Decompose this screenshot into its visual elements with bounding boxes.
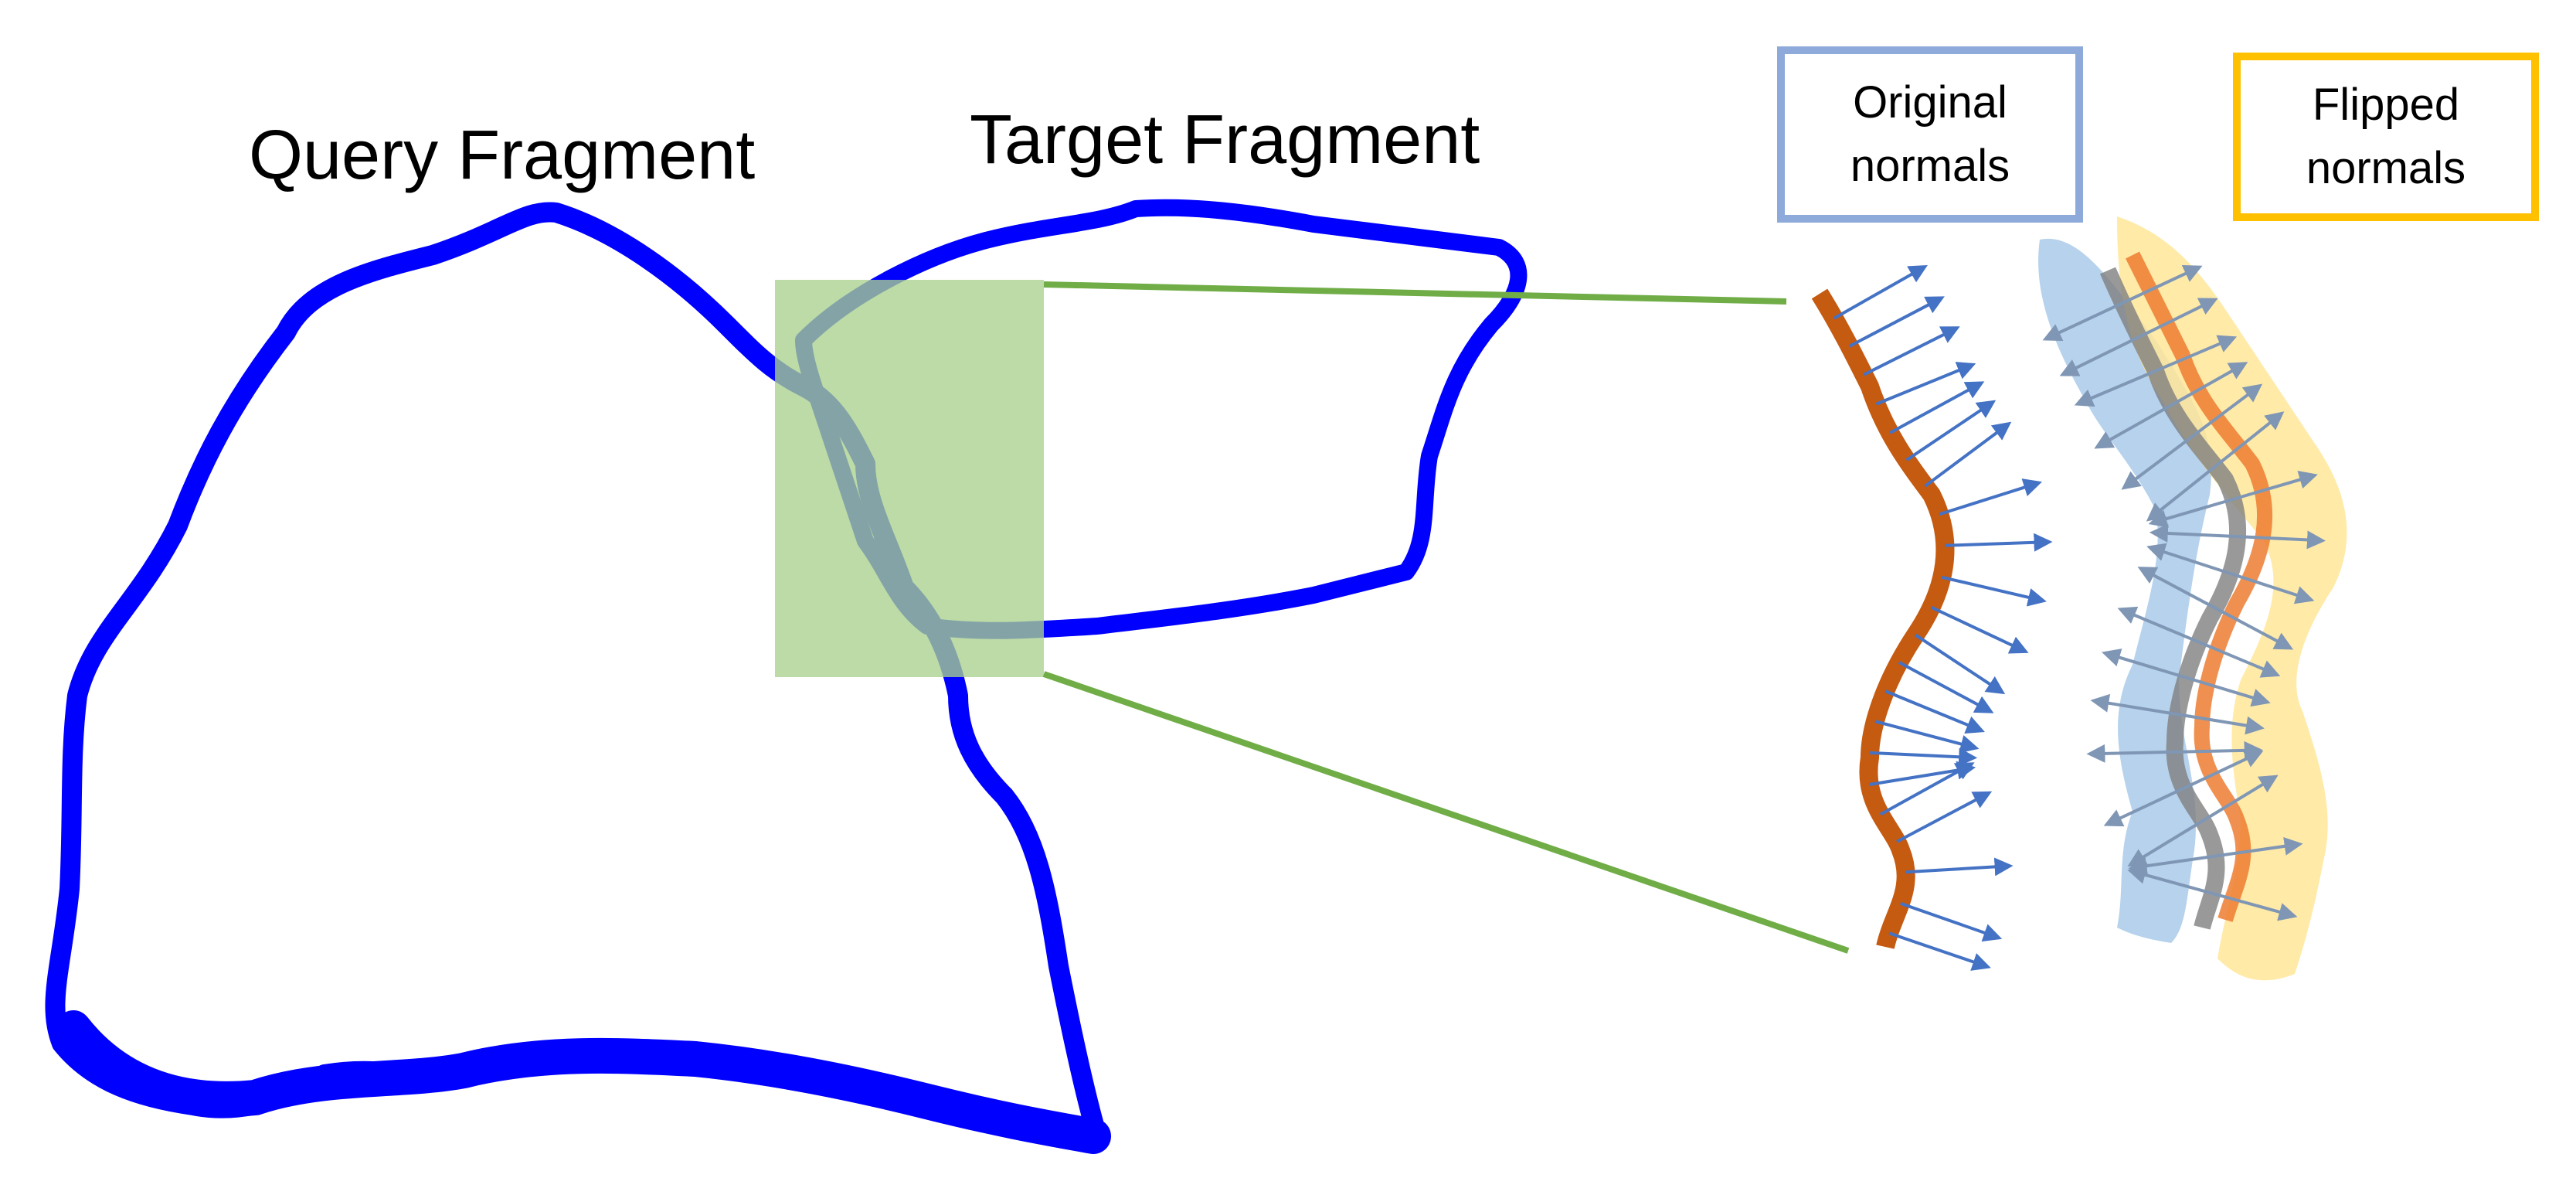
flipped-normals-line2: normals [2306,143,2466,193]
normal-arrow [1924,421,2012,488]
flipped-normal-arrow-right [2170,362,2248,407]
flipped-normals-legend-box: Flipped normals [2233,53,2539,221]
normal-arrow [1875,362,1976,406]
flipped-normal-arrow-left [2128,854,2216,876]
normal-arrow [1833,265,1928,320]
flipped-normal-arrow-left [2127,866,2213,895]
normal-arrow [1905,857,2014,877]
flipped-normal-arrow-right [2190,383,2263,438]
normal-arrow [1930,605,2029,654]
original-normals-legend-box: Original normals [1777,46,2083,223]
flipped-normal-arrow-right [2230,572,2315,604]
flipped-normal-arrow-left [2121,435,2194,490]
normal-arrow [1863,326,1960,376]
original-curve [1811,288,1955,949]
flipped-normal-arrow-right [2215,836,2303,858]
flipped-normal-arrow-left [2059,335,2140,376]
flipped-normal-arrow-right [2198,640,2281,678]
flipped-normal-arrow-left [2074,369,2156,407]
target-fragment-label: Target Fragment [970,101,1480,179]
flipped-normal-arrow-right [2122,264,2203,305]
normal-arrow [1896,791,1993,843]
flipped-normal-arrow-left [2094,403,2172,449]
normal-arrow [1848,296,1945,348]
normal-arrow [1884,689,1985,734]
flipped-normal-arrow-right [2155,335,2238,373]
flipped-normal-arrow-left [2146,465,2217,522]
query-fragment-label: Query Fragment [249,117,756,194]
flipped-normal-arrow-right [2174,740,2263,760]
normal-arrow [1941,575,2047,607]
flipped-normal-arrow-right [2214,411,2285,468]
flipped-normal-arrow-right [2138,298,2218,339]
original-normals-line1: Original [1853,77,2007,128]
flipped-normal-arrow-left [2042,301,2123,342]
normal-arrow [1888,931,1991,971]
flipped-normal-arrow-right [2211,891,2298,921]
normal-arrow [1898,661,1994,713]
zoom-region [775,280,1044,677]
flipped-normal-arrow-left [2086,744,2175,763]
flipped-normal-arrow-right [2183,750,2264,790]
flipped-normals-line1: Flipped [2312,80,2460,130]
query-fragment-bottom-edge [56,1010,1111,1154]
flipped-normal-arrow-right [2214,607,2294,650]
flipped-normal-arrow-right [2185,676,2271,707]
normal-arrow [1900,901,2003,942]
normal-arrow [1905,400,1997,461]
flipped-normal-arrow-left [2102,649,2187,679]
flipped-normal-arrow-left [2137,567,2217,610]
flipped-normal-arrow-right [2232,471,2318,501]
normal-arrow [1874,720,1980,754]
flipped-normal-arrow-left [2117,606,2200,644]
flipped-normal-arrow-left [2090,693,2178,717]
normal-arrow [1889,381,1985,434]
original-normals-line2: normals [1850,141,2010,191]
flipped-normal-arrow-left [2148,497,2234,528]
normal-arrow [1870,747,1978,767]
normal-arrow [1869,761,1976,786]
original-normals-group [1811,265,2053,971]
flipped-normal-arrow-right [2202,775,2279,822]
normal-arrow [1945,533,2053,552]
flipped-normal-arrow-left [2103,787,2184,827]
zoom-line-bottom [1042,671,1850,954]
zoom-line-top [1043,281,1787,305]
flipped-normal-arrow-right [2177,713,2265,735]
flipped-normal-arrow-right [2237,530,2326,550]
flipped-curve-orange [2126,251,2272,922]
flipped-normal-arrow-left [2146,543,2231,575]
normal-arrow [1879,762,1975,816]
flipped-normal-arrow-left [2127,819,2204,867]
flipped-normals-group [2038,216,2347,981]
flipped-normal-arrow-left [2149,523,2238,543]
normal-arrow [1914,633,2006,695]
normal-arrow [1939,478,2043,516]
